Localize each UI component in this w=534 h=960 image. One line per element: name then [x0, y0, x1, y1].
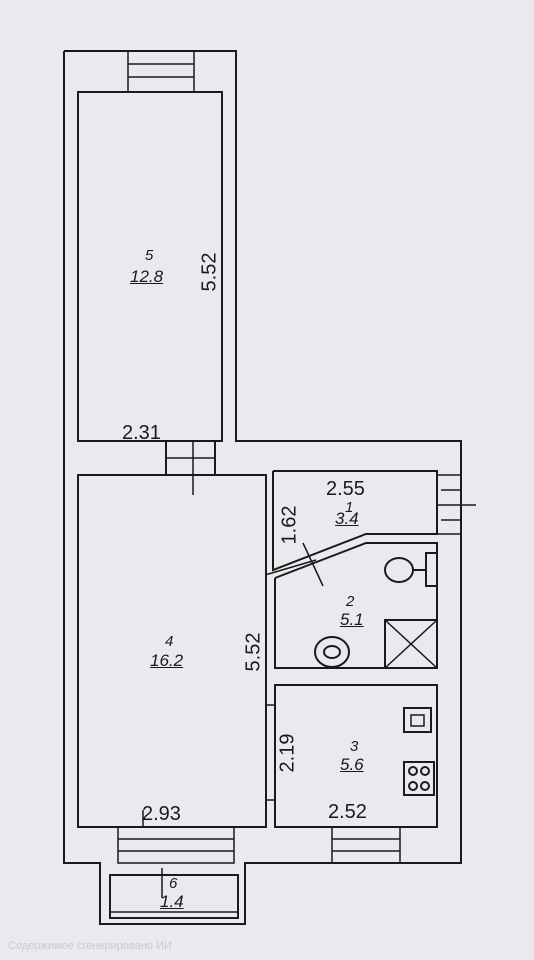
toilet-icon [384, 557, 414, 583]
window-bottom [331, 826, 401, 864]
window-top [127, 50, 195, 93]
room-3-area: 5.6 [340, 755, 364, 774]
shower-icon [384, 619, 438, 669]
room-2-area: 5.1 [340, 610, 364, 629]
room-1-height-dim: 1.62 [278, 505, 301, 545]
ai-watermark: Содержимое сгенерировано ИИ [8, 940, 172, 952]
room-5-number: 5 [145, 247, 154, 264]
room-4-height-dim: 5.52 [242, 632, 265, 672]
outer-wall [63, 50, 462, 925]
room-3-height-dim: 2.19 [276, 733, 299, 773]
room-6-area: 1.4 [160, 892, 184, 911]
room-6-number: 6 [169, 875, 178, 892]
room-1-area: 3.4 [335, 509, 359, 528]
room-1-number: 1 [345, 499, 354, 516]
stove-icon [403, 761, 435, 796]
room-1-width-dim: 2.55 [326, 478, 365, 500]
kitchen-sink-icon [403, 707, 432, 733]
room-6-outline [109, 874, 239, 919]
room-4-number: 4 [165, 633, 174, 650]
room-5-height-dim: 5.52 [198, 252, 221, 292]
room-4-width-dim: 2.93 [142, 803, 181, 825]
room-5-area: 12.8 [130, 267, 164, 286]
room-5-width-dim: 2.31 [122, 422, 161, 444]
room-1-outline [272, 470, 438, 572]
room-2-outline [274, 542, 438, 669]
sink-icon [314, 636, 350, 668]
room-2-number: 2 [346, 593, 355, 610]
room-3-number: 3 [350, 738, 359, 755]
balcony-door [117, 826, 235, 864]
room-3-width-dim: 2.52 [328, 801, 367, 823]
room-4-area: 16.2 [150, 651, 184, 670]
